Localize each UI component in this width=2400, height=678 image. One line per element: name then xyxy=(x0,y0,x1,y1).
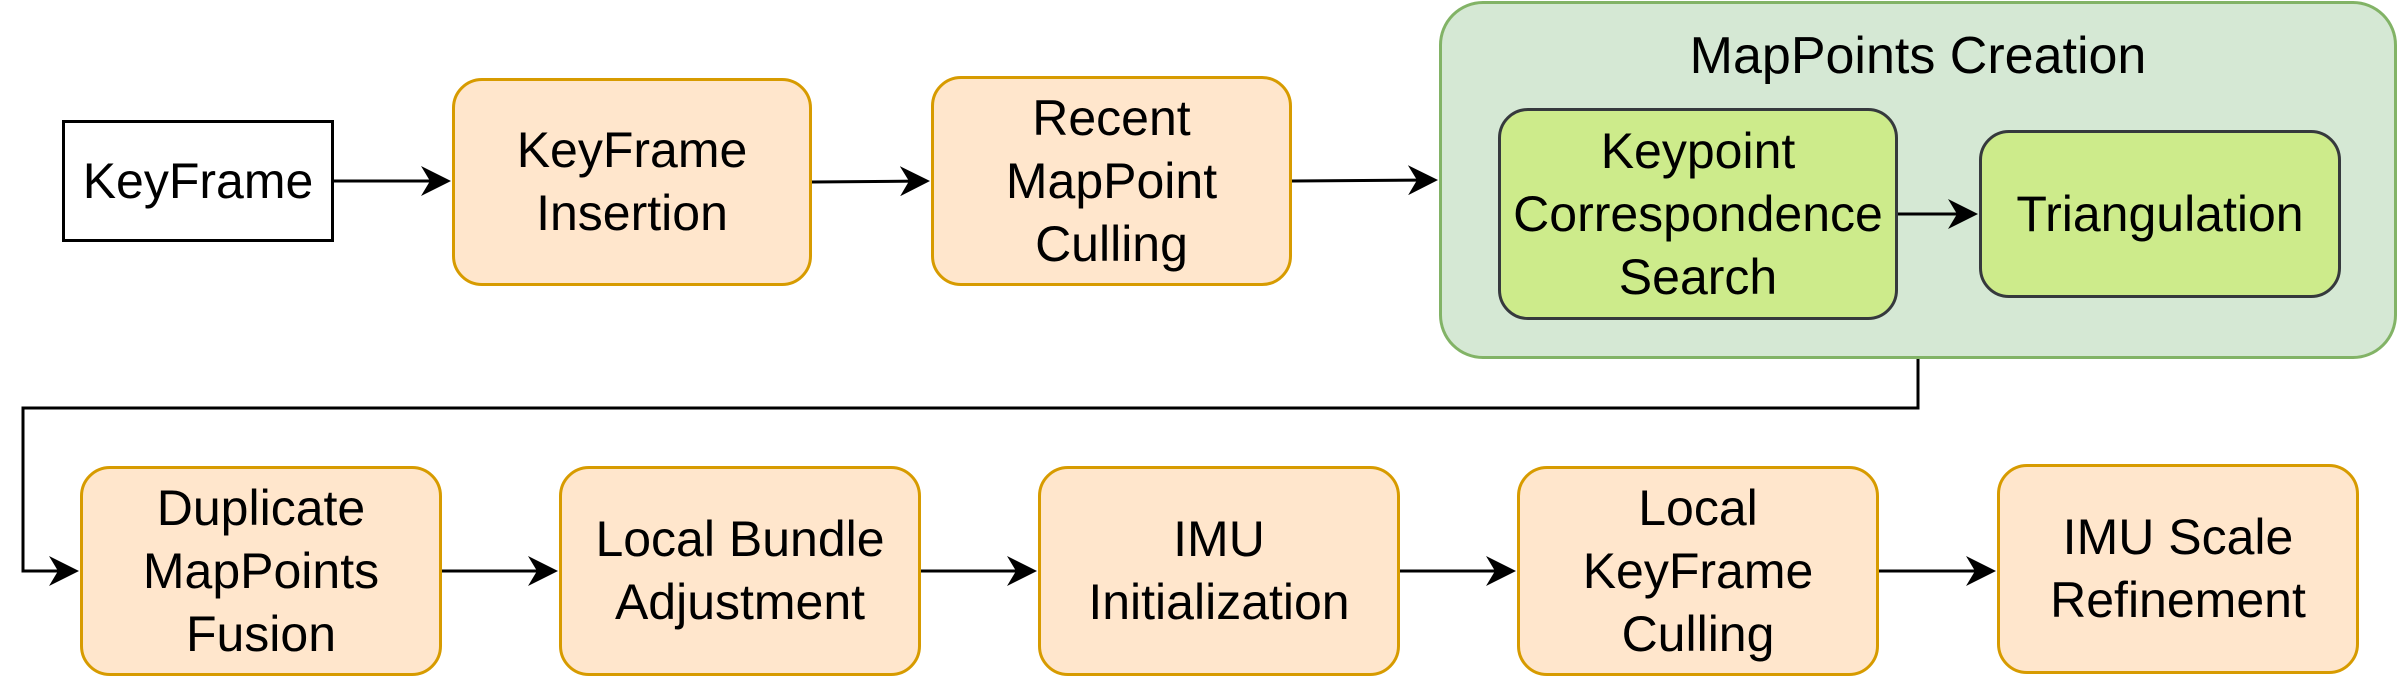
edge-mappoints-creation-to-duplicate-fusion xyxy=(21,359,1920,586)
node-duplicate-mappoints-fusion: Duplicate MapPoints Fusion xyxy=(80,466,442,676)
edge-recent-culling-to-mappoints-creation xyxy=(1291,165,1438,196)
node-imu-initialization: IMU Initialization xyxy=(1038,466,1400,676)
node-keyframe-label: KeyFrame xyxy=(82,152,314,209)
node-triangulation: Triangulation xyxy=(1979,130,2341,298)
node-recent-mappoint-culling-label: Recent MapPoint Culling xyxy=(1005,89,1218,272)
group-mappoints-creation-title: MapPoints Creation xyxy=(1689,27,2147,85)
node-imu-initialization-label: IMU Initialization xyxy=(1088,511,1350,630)
node-local-keyframe-culling-label: Local KeyFrame Culling xyxy=(1582,479,1814,662)
node-local-bundle-adjustment: Local Bundle Adjustment xyxy=(559,466,921,676)
node-duplicate-mappoints-fusion-label: Duplicate MapPoints Fusion xyxy=(142,479,380,662)
node-imu-scale-refinement-label: IMU Scale Refinement xyxy=(2050,509,2306,628)
node-local-bundle-adjustment-label: Local Bundle Adjustment xyxy=(595,511,885,630)
node-keypoint-correspondence-search-label: Keypoint Correspondence Search xyxy=(1513,122,1883,305)
node-keyframe-insertion-label: KeyFrame Insertion xyxy=(516,122,748,241)
node-recent-mappoint-culling: Recent MapPoint Culling xyxy=(931,76,1292,286)
node-triangulation-label: Triangulation xyxy=(2016,185,2304,242)
node-local-keyframe-culling: Local KeyFrame Culling xyxy=(1517,466,1879,676)
edge-insertion-to-recent-culling xyxy=(811,166,930,197)
node-keyframe-insertion: KeyFrame Insertion xyxy=(452,78,812,286)
node-keypoint-correspondence-search: Keypoint Correspondence Search xyxy=(1498,108,1898,320)
node-keyframe: KeyFrame xyxy=(62,120,334,242)
node-imu-scale-refinement: IMU Scale Refinement xyxy=(1997,464,2359,674)
